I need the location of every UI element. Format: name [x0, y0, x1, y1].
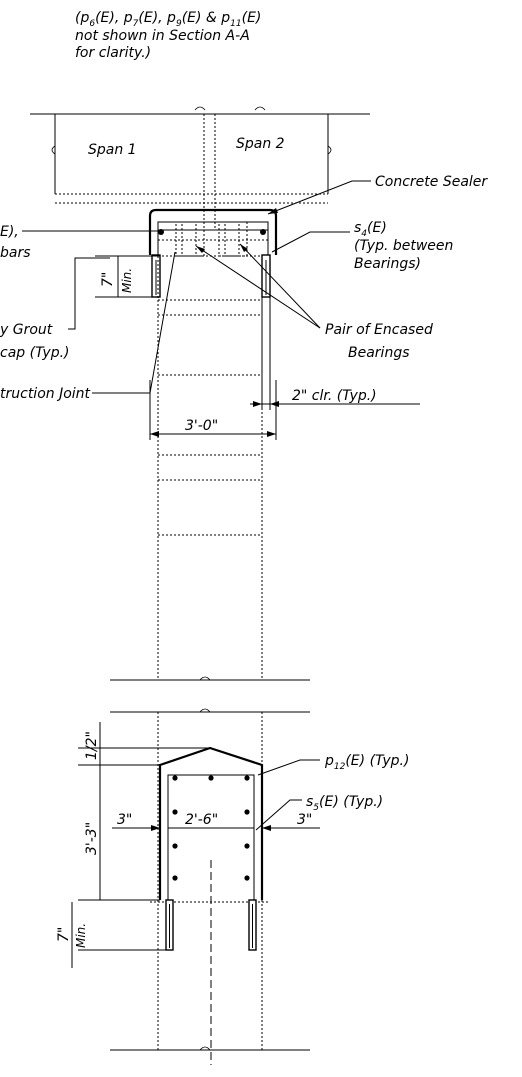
- rebar-dot-g: [244, 843, 250, 849]
- rebar-dot-right: [260, 229, 266, 235]
- clarity-note: (p6(E), p7(E), p9(E) & p11(E) not shown …: [75, 10, 261, 61]
- dim-width-arrow-right: [267, 431, 276, 437]
- lower-cap-detail: [150, 746, 270, 1065]
- leader-encased-2: [239, 243, 321, 329]
- span2-break: [327, 145, 332, 155]
- arrow-concrete-sealer: [268, 208, 278, 214]
- dim-top-embed-min: Min.: [120, 268, 134, 293]
- rebar-dot-h: [172, 875, 178, 881]
- dim-bottom-embed: 7": [56, 927, 72, 942]
- label-concrete-sealer: Concrete Sealer: [375, 174, 488, 190]
- label-bars-2: bars: [0, 245, 31, 261]
- break-mark-span2: [254, 106, 266, 111]
- span-2-label: Span 2: [236, 136, 285, 152]
- break-mark-lower: [199, 708, 211, 713]
- span1-break: [51, 145, 56, 155]
- arrow-encased-2: [240, 244, 248, 252]
- superstructure: Span 1 Span 2: [30, 106, 370, 230]
- dim-cover-left-arrow: [151, 825, 160, 831]
- label-s4-2: (Typ. between: [354, 238, 453, 254]
- leader-s4: [271, 231, 350, 253]
- rebar-dot-b: [208, 775, 214, 781]
- break-mark-span1: [194, 106, 206, 111]
- concrete-sealer-outline: [148, 208, 278, 255]
- dim-width: 3'-0": [185, 418, 218, 434]
- note-line-3: for clarity.): [75, 45, 151, 61]
- label-bars-1: E),: [0, 224, 19, 240]
- label-s4-1: s4(E): [354, 220, 387, 239]
- dim-bottom-embed-min: Min.: [74, 923, 88, 948]
- leader-grout: [68, 257, 110, 330]
- rebar-dot-i: [244, 875, 250, 881]
- dim-width-arrow-left: [150, 431, 159, 437]
- dim-cover-right-arrow: [262, 825, 271, 831]
- arrow-encased-1: [196, 246, 205, 253]
- encased-bearing-1: [175, 221, 205, 257]
- column: [110, 256, 310, 1051]
- clr-arrow-left: [253, 401, 262, 407]
- label-construction-joint: truction Joint: [0, 386, 91, 402]
- label-s4-3: Bearings): [354, 256, 421, 272]
- label-encased-2: Bearings: [348, 345, 410, 361]
- leader-concrete-sealer: [267, 180, 371, 215]
- rebar-dot-e: [244, 809, 250, 815]
- span-1-label: Span 1: [88, 142, 137, 158]
- rebar-dot-f: [172, 843, 178, 849]
- rebar-dot-c: [244, 775, 250, 781]
- clr-arrow-right: [270, 401, 279, 407]
- leader-construction-joint: [92, 251, 176, 394]
- note-line-1: (p6(E), p7(E), p9(E) & p11(E): [75, 10, 261, 29]
- leader-encased-1: [195, 245, 321, 329]
- dim-top-embed: 7": [100, 272, 116, 287]
- note-line-2: not shown in Section A-A: [75, 28, 250, 44]
- label-grout-2: cap (Typ.): [0, 345, 70, 361]
- encased-bearing-1-inner: [181, 221, 197, 257]
- dim-inner-width: 2'-6": [185, 812, 218, 828]
- dimensions: 7" Min. 3'-0" 1/2" 3'-3" 3" 2'-6" 3" 7" …: [56, 255, 320, 968]
- rebar-dot-a: [172, 775, 178, 781]
- label-p12: p12(E) (Typ.): [324, 753, 409, 772]
- label-encased-1: Pair of Encased: [325, 322, 433, 338]
- dim-half-inch: 1/2": [84, 731, 100, 760]
- dim-cover-right: 3": [297, 812, 312, 828]
- leader-p12: [257, 759, 320, 776]
- encased-bearing-2-inner: [224, 221, 240, 257]
- dim-height: 3'-3": [84, 822, 100, 855]
- rebar-dot-d: [172, 809, 178, 815]
- callouts: Concrete Sealer s4(E) (Typ. between Bear…: [0, 174, 488, 831]
- break-mark-bottom: [199, 1046, 211, 1051]
- lower-cap-stirrup: [167, 774, 255, 900]
- break-mark-upper: [199, 676, 211, 681]
- dim-cover-left: 3": [117, 812, 132, 828]
- leader-s5: [255, 799, 302, 831]
- encased-bearing-2: [218, 221, 248, 257]
- label-grout-1: y Grout: [0, 322, 53, 338]
- rebar-dot-left: [158, 229, 164, 235]
- cap-inner-outline: [157, 221, 269, 255]
- label-s5: s5(E) (Typ.): [306, 794, 383, 813]
- label-clearance: 2" clr. (Typ.): [292, 388, 377, 404]
